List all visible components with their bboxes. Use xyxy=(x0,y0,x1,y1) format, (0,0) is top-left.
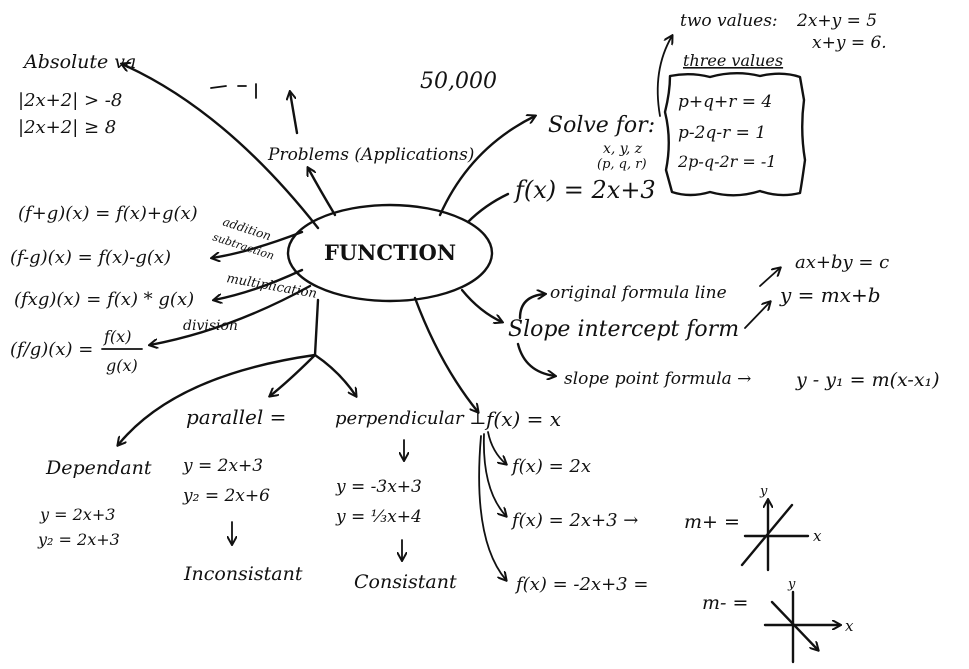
graph-fx-4: f(x) = -2x+3 = xyxy=(514,574,648,595)
arrow-to-solve xyxy=(438,116,535,217)
three-eq-2: p-2q-r = 1 xyxy=(678,123,766,143)
arrow-to-fx4 xyxy=(478,435,506,580)
graph-pos-y-label: y xyxy=(759,484,768,499)
center-ellipse xyxy=(286,203,494,303)
two-values-label: two values: xyxy=(680,11,778,31)
op-mul-eq: (fxg)(x) = f(x) * g(x) xyxy=(14,289,194,310)
perp-eq-2: y = ⅓x+4 xyxy=(335,507,422,527)
graph-fx-2: f(x) = 2x xyxy=(510,456,591,477)
graph-positive-slope: y x xyxy=(740,484,822,572)
arrow-to-slope-intercept xyxy=(460,288,502,322)
arrow-to-standard xyxy=(759,268,780,287)
three-values-label: three values xyxy=(683,51,783,70)
graph-fx-1: f(x) = x xyxy=(484,407,561,431)
arrow-to-fx3 xyxy=(482,433,506,516)
dependant-eq-2: y₂ = 2x+3 xyxy=(37,530,120,549)
op-sub-eq: (f-g)(x) = f(x)-g(x) xyxy=(10,247,171,268)
arrow-to-sub xyxy=(212,230,304,258)
point-slope-form: y - y₁ = m(x-x₁) xyxy=(795,369,940,391)
parallel-label: parallel = xyxy=(186,405,286,429)
arrow-to-slope-point xyxy=(516,342,555,376)
center-label: FUNCTION xyxy=(324,240,456,265)
arrow-to-mul xyxy=(214,268,304,300)
standard-form: ax+by = c xyxy=(795,252,889,273)
inconsistant-label: Inconsistant xyxy=(183,563,303,585)
solve-label: Solve for: xyxy=(548,113,655,138)
solve-fx: f(x) = 2x+3 xyxy=(513,176,656,204)
arrow-to-div xyxy=(150,284,312,345)
arrow-to-top-mark xyxy=(290,92,299,135)
two-eq-1: 2x+y = 5 xyxy=(796,11,877,31)
arrow-to-fx2 xyxy=(487,431,506,464)
dependant-label: Dependant xyxy=(45,457,152,479)
arrow-to-perpendicular xyxy=(313,353,356,396)
parallel-eq-1: y = 2x+3 xyxy=(182,456,263,476)
solve-vars-2: (p, q, r) xyxy=(597,157,647,172)
arrow-to-fx xyxy=(466,192,510,224)
slope-pos-label: m+ = xyxy=(684,511,740,533)
graph-pos-x-label: x xyxy=(813,527,822,545)
absolute-eq-2: |2x+2| ≥ 8 xyxy=(18,117,116,138)
perp-eq-1: y = -3x+3 xyxy=(335,477,422,497)
two-eq-2: x+y = 6. xyxy=(812,33,887,53)
arrow-to-original xyxy=(518,294,545,320)
op-mul-label: multiplication xyxy=(225,271,318,302)
op-div-left: (f/g)(x) = xyxy=(10,339,93,360)
arrow-to-ymxb xyxy=(744,302,770,329)
graph-neg-y-label: y xyxy=(787,577,796,592)
absolute-title: Absolute va xyxy=(22,51,136,73)
graph-fx-3: f(x) = 2x+3 → xyxy=(510,510,638,531)
slope-intercept-label: Slope intercept form xyxy=(508,317,739,342)
graph-neg-x-label: x xyxy=(845,617,854,635)
number-label: 50,000 xyxy=(420,69,497,94)
three-eq-1: p+q+r = 4 xyxy=(678,92,772,112)
op-div-num: f(x) xyxy=(103,327,131,346)
problems-label: Problems (Applications) xyxy=(267,145,474,165)
original-label: original formula line xyxy=(550,283,727,303)
op-div-label: division xyxy=(183,318,238,334)
solve-vars-1: x, y, z xyxy=(603,141,643,157)
graph-negative-slope: y x xyxy=(763,577,854,664)
slope-neg-label: m- = xyxy=(702,592,748,614)
bottom-branch-trunk xyxy=(313,298,320,357)
consistant-label: Consistant xyxy=(354,571,457,593)
absolute-eq-1: |2x+2| > -8 xyxy=(18,90,122,111)
arrow-to-fx1 xyxy=(413,296,478,412)
y-mx-b: y = mx+b xyxy=(779,283,881,307)
arrow-to-two-values xyxy=(656,36,672,117)
parallel-eq-2: y₂ = 2x+6 xyxy=(182,486,270,506)
scribble-mark xyxy=(210,83,257,99)
slope-point-label: slope point formula → xyxy=(564,369,751,389)
three-eq-3: 2p-q-2r = -1 xyxy=(677,152,776,171)
dependant-eq-1: y = 2x+3 xyxy=(39,505,115,524)
perpendicular-label: perpendicular ⊥ xyxy=(335,408,486,429)
arrow-to-absolute xyxy=(122,64,320,230)
op-add-eq: (f+g)(x) = f(x)+g(x) xyxy=(18,203,198,224)
arrow-to-problems xyxy=(308,168,337,217)
arrow-to-parallel xyxy=(270,353,317,396)
op-div-den: g(x) xyxy=(106,356,138,375)
three-values-box xyxy=(663,72,807,197)
arrow-to-dependant xyxy=(118,353,317,445)
